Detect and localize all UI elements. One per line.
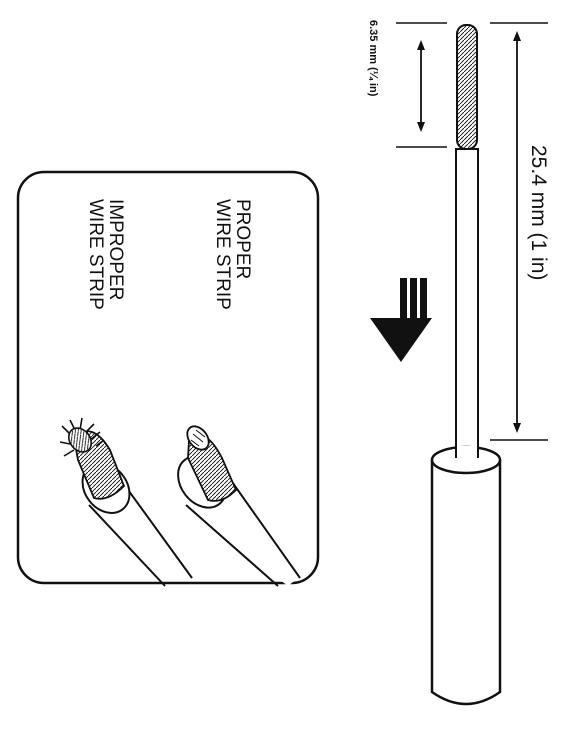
main-wire (430, 24, 502, 706)
inset-panel: PROPER WIRE STRIP IMPROPER WIRE STRIP (16, 170, 320, 587)
short-dimension-label: 6.35 mm (¼ in) (367, 20, 379, 97)
proper-label-line2: WIRE STRIP (212, 199, 233, 310)
proper-label-line1: PROPER (232, 199, 253, 279)
improper-label-line2: WIRE STRIP (85, 199, 106, 310)
short-dimension: 6.35 mm (¼ in) (367, 20, 447, 148)
improper-wire (59, 417, 193, 587)
proper-wire (177, 425, 301, 587)
long-dimension-label: 25.4 mm (1 in) (527, 145, 550, 280)
exposed-conductor (456, 24, 478, 150)
outer-sheath (430, 460, 502, 706)
long-dimension: 25.4 mm (1 in) (490, 22, 550, 441)
improper-label-line1: IMPROPER (105, 199, 126, 300)
wire-insulation (455, 148, 479, 462)
down-arrow-icon (370, 278, 432, 362)
